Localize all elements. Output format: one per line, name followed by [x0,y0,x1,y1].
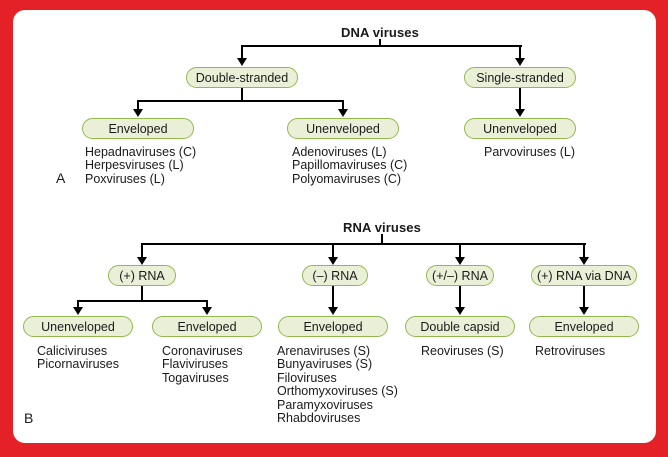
virus-list-item: Coronaviruses [162,344,243,358]
virus-list-item: Reoviruses (S) [421,344,504,358]
arrowhead-down-icon [73,307,83,315]
virus-list-item: Togaviruses [162,370,229,385]
virus-list-item: Flaviviruses [162,357,228,372]
arrowhead-down-icon [237,58,247,66]
node-minus-rna: (–) RNA [302,265,368,286]
virus-list-item: Arenaviruses (S) [277,344,371,358]
virus-list-item: Bunyaviruses (S) [277,357,373,372]
virus-list-item: Retroviruses [535,344,606,358]
section-label-a: A [56,170,66,186]
virus-list-item: Parvoviruses (L) [484,145,575,159]
arrowhead-down-icon [515,109,525,117]
virus-list-item: Hepadnaviruses (C) [85,145,197,159]
node-plus-rna: (+) RNA [108,265,176,286]
connector-line [206,300,208,309]
virus-list-item: Herpesviruses (L) [85,158,184,173]
connector-line [519,88,521,110]
virus-list-ss-dna: Parvoviruses (L) [484,145,575,159]
dna-tree-title: DNA viruses [341,25,419,40]
node-unenveloped-ss-dna: Unenveloped [464,118,576,139]
virus-list-item: Caliciviruses [37,344,108,358]
virus-list-item: Adenoviruses (L) [292,145,387,159]
virus-list-item: Picornaviruses [37,357,119,372]
node-double-capsid: Double capsid [405,316,515,337]
node-plus-rna-via-dna: (+) RNA via DNA [531,265,637,286]
arrowhead-down-icon [579,257,589,265]
connector-line [583,243,585,258]
virus-list-retro: Retroviruses [535,344,606,358]
virus-list-double-capsid: Reoviruses (S) [421,344,504,358]
section-label-b: B [24,410,34,426]
virus-list-enveloped-minus-rna: Arenaviruses (S)Bunyaviruses (S)Filoviru… [277,344,398,426]
connector-line [241,45,522,47]
connector-line [459,243,461,258]
connector-line [332,286,334,308]
connector-line [241,88,243,101]
virus-list-item: Polyomaviruses (C) [292,171,402,186]
connector-line [137,100,139,111]
connector-line [241,45,243,59]
virus-list-unenveloped-dna: Adenoviruses (L)Papillomaviruses (C)Poly… [292,145,408,186]
arrowhead-down-icon [455,307,465,315]
virus-list-item: Orthomyxoviruses (S) [277,384,398,399]
rna-tree-title: RNA viruses [343,220,421,235]
node-single-stranded: Single-stranded [464,67,576,88]
arrowhead-down-icon [328,257,338,265]
connector-line [342,100,344,111]
connector-line [583,286,585,308]
connector-line [379,39,381,46]
node-plus-minus-rna: (+/–) RNA [426,265,494,286]
connector-line [141,286,143,301]
arrowhead-down-icon [137,257,147,265]
virus-list-item: Papillomaviruses (C) [292,158,408,173]
connector-line [77,300,208,302]
arrowhead-down-icon [328,307,338,315]
virus-list-item: Poxviruses (L) [85,171,165,186]
arrowhead-down-icon [579,307,589,315]
virus-list-item: Rhabdoviruses [277,411,361,426]
node-enveloped-retro: Enveloped [529,316,639,337]
node-enveloped-plus-rna: Enveloped [152,316,262,337]
virus-list-item: Paramyxoviruses [277,397,373,412]
arrowhead-down-icon [133,109,143,117]
node-unenveloped-rna: Unenveloped [23,316,133,337]
arrowhead-down-icon [515,58,525,66]
arrowhead-down-icon [202,307,212,315]
connector-line [141,243,586,245]
connector-line [77,300,79,309]
node-unenveloped-dna: Unenveloped [287,118,399,139]
arrowhead-down-icon [455,257,465,265]
arrowhead-down-icon [338,109,348,117]
node-enveloped-minus-rna: Enveloped [278,316,388,337]
connector-line [519,45,521,59]
connector-line [381,234,383,244]
node-enveloped-dna: Enveloped [82,118,194,139]
connector-line [141,243,143,258]
node-double-stranded: Double-stranded [186,67,298,88]
virus-list-item: Filoviruses [277,370,337,385]
virus-list-enveloped-dna: Hepadnaviruses (C)Herpesviruses (L)Poxvi… [85,145,197,186]
connector-line [332,243,334,258]
connector-line [459,286,461,308]
connector-line [137,100,344,102]
